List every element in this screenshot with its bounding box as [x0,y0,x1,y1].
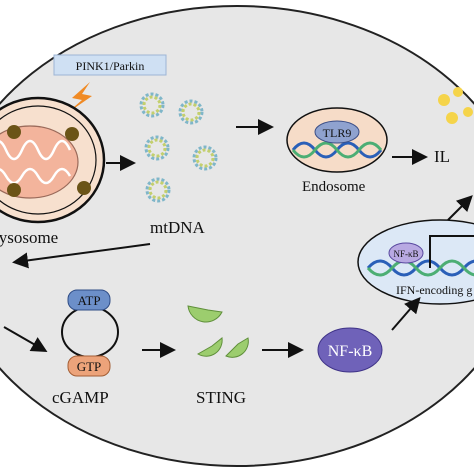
transcription-start-arrow [429,235,474,268]
tlr9-receptor [314,120,360,144]
arrow-to-cgamp [3,326,48,352]
tlr9-label: TLR9 [323,126,352,140]
nfkb-label: NF-κB [328,343,373,360]
mitochondrion-in-lysosome [0,96,106,224]
il-cytokine-dots [438,87,473,124]
pink-parkin-label: PINK1/Parkin [76,59,145,73]
endosome: TLR9 [286,107,388,173]
atp-label: ATP [77,293,100,308]
ifn-encoding-label: IFN-encoding g [396,283,472,297]
mtdna-circles [139,92,218,203]
arrow-mtdna-to-cgas [12,243,151,269]
sting-proteins [187,305,249,358]
sting-label: STING [196,388,246,407]
arrow-nucleus-to-il [447,195,473,221]
il-label: IL [434,147,450,166]
nfkb-oval [317,327,383,373]
pink-parkin-badge: PINK1/Parkin [53,54,167,76]
gtp-label: GTP [77,359,102,374]
nfkb-bound-marker [388,242,424,264]
atp-box [67,289,111,311]
cgamp-label: cGAMP [52,388,109,407]
arrow-nfkb-to-nucleus [391,296,421,331]
cgamp-complex: ATP GTP [61,289,119,377]
endosome-label: Endosome [302,179,366,195]
mtdna-label: mtDNA [150,218,206,237]
lightning-icon [66,82,92,114]
nfkb-small-label: NF-κB [393,249,418,259]
nucleus: NF-κB IFN-encoding g [357,219,474,305]
lysosome-label: lysosome [0,228,58,247]
gtp-box [67,355,111,377]
